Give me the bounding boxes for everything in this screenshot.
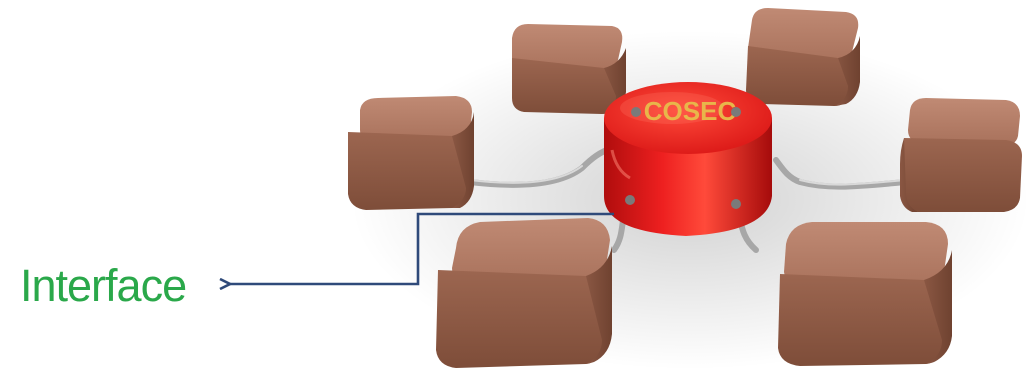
cosec-hub: COSEC bbox=[604, 82, 772, 236]
device-block-bottom-right bbox=[778, 222, 952, 366]
interface-pointer-arrow bbox=[230, 212, 614, 284]
cable-right bbox=[773, 157, 909, 190]
hub-label: COSEC bbox=[644, 96, 737, 126]
hub-ports bbox=[625, 107, 741, 209]
device-block-top-left bbox=[512, 24, 626, 114]
device-block-left bbox=[348, 96, 474, 210]
interface-label: Interface bbox=[20, 260, 187, 311]
cable-left bbox=[467, 145, 615, 188]
device-block-bottom-left bbox=[436, 218, 612, 368]
device-block-top-right bbox=[746, 8, 860, 106]
device-block-right bbox=[900, 98, 1022, 212]
